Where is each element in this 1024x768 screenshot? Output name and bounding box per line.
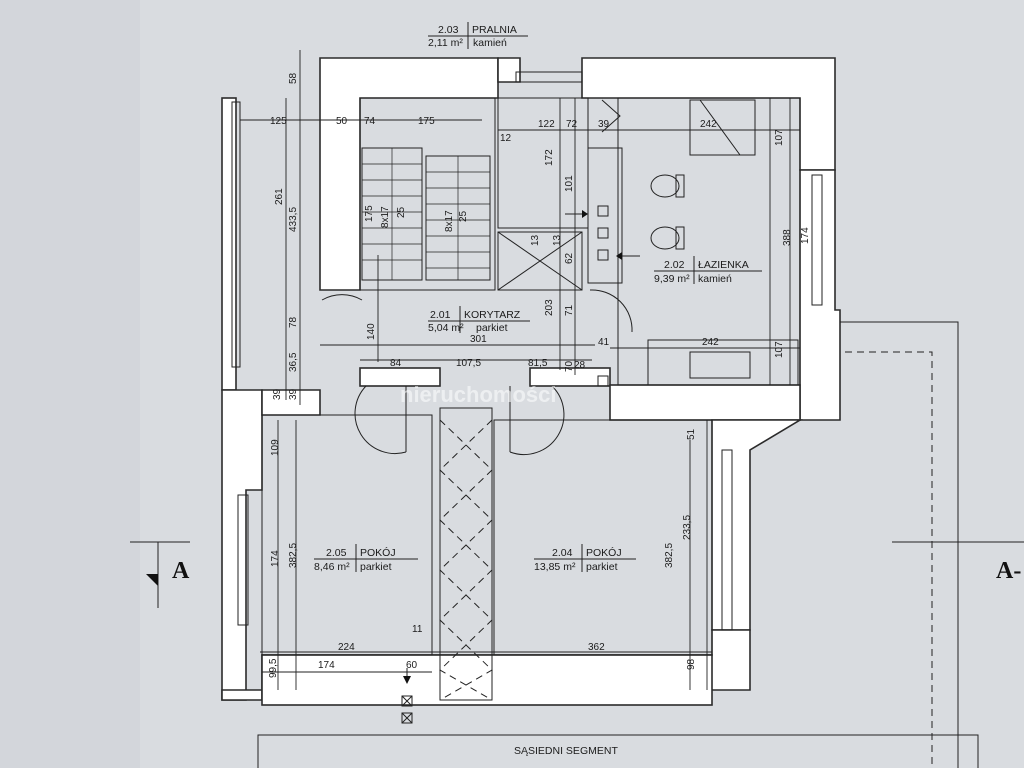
dim-label: 99,5 [268, 658, 279, 678]
dim-label: 81,5 [528, 358, 548, 369]
neighbor-segment-label: SĄSIEDNI SEGMENT [514, 745, 618, 757]
dim-label: 13 [552, 234, 563, 246]
dim-label: 125 [270, 116, 287, 127]
room-area: 9,39 m² [654, 273, 690, 285]
dim-label: 11 [412, 624, 423, 635]
doors [321, 289, 633, 455]
room-finish: parkiet [360, 561, 392, 573]
room-label-pralnia: 2.03 PRALNIA 2,11 m² kamień [428, 22, 528, 49]
dim-label: 242 [700, 119, 717, 130]
dim-label: 362 [588, 642, 605, 653]
room-name: ŁAZIENKA [698, 259, 749, 271]
room-number: 2.05 [326, 547, 347, 559]
wall-bath-right [799, 169, 841, 421]
left-wall [221, 97, 237, 391]
dim-label: 58 [288, 72, 299, 84]
dim-label: 39 [288, 388, 299, 400]
dim-label: 433,5 [288, 207, 299, 232]
dim-label: 174 [800, 227, 811, 244]
dimension-labels: 58 125 50 74 175 12 122 72 39 242 107 43… [268, 72, 811, 678]
dim-label: 98 [686, 658, 697, 670]
dim-label: 174 [270, 550, 281, 567]
dim-label: 382,5 [288, 543, 299, 568]
dim-label: 51 [686, 428, 697, 440]
dim-label: 172 [544, 149, 555, 166]
room-label-korytarz: 2.01 KORYTARZ 5,04 m² parkiet [428, 306, 530, 334]
dim-label: 28 [574, 360, 586, 371]
dim-label: 74 [364, 116, 376, 127]
room-number: 2.03 [438, 24, 459, 36]
wall-mid-2 [529, 367, 611, 387]
room-area: 5,04 m² [428, 322, 464, 334]
dim-label: 122 [538, 119, 555, 130]
dim-label: 62 [564, 252, 575, 264]
room-finish: kamień [698, 273, 732, 285]
dim-label: 50 [336, 116, 348, 127]
dim-label: 13 [530, 234, 541, 246]
dim-label: 301 [470, 334, 487, 345]
room-number: 2.02 [664, 259, 685, 271]
room-finish: parkiet [476, 322, 508, 334]
room-area: 2,11 m² [428, 37, 463, 49]
dim-label: 41 [598, 337, 610, 348]
room-area: 13,85 m² [534, 561, 576, 573]
room-area: 8,46 m² [314, 561, 350, 573]
wall-mid-3 [609, 384, 801, 421]
dimension-lines [240, 50, 800, 690]
dim-label: 12 [500, 133, 512, 144]
exterior-walls [221, 57, 841, 706]
room-name: KORYTARZ [464, 309, 521, 321]
dim-label: 261 [274, 188, 285, 205]
watermark: nieruchomości [400, 382, 556, 407]
room-number: 2.04 [552, 547, 573, 559]
room-name: PRALNIA [472, 24, 517, 36]
chimney-shaft [439, 407, 493, 701]
room-finish: kamień [473, 37, 507, 49]
dim-label: 140 [366, 323, 377, 340]
dim-label: 109 [270, 439, 281, 456]
dim-label: 70 [564, 360, 575, 372]
room-label-pokoj-205: 2.05 POKÓJ 8,46 m² parkiet [314, 544, 418, 573]
room-finish: parkiet [586, 561, 618, 573]
dim-label: 388 [782, 229, 793, 246]
dim-label: 224 [338, 642, 355, 653]
room-label-pokoj-204: 2.04 POKÓJ 13,85 m² parkiet [534, 544, 636, 573]
arrows [403, 99, 640, 684]
dim-label: 107 [774, 341, 785, 358]
dim-label: 8x17 [444, 210, 455, 232]
dim-label: 174 [318, 660, 335, 671]
dim-label: 36,5 [288, 352, 299, 372]
wall-mid-1 [359, 367, 441, 387]
dim-label: 39 [272, 388, 283, 400]
staircase [361, 147, 491, 281]
dim-label: 84 [390, 358, 402, 369]
room-name: POKÓJ [586, 546, 622, 559]
section-marker-left [130, 541, 190, 608]
dim-label: 175 [364, 205, 375, 222]
room-name: POKÓJ [360, 546, 396, 559]
section-label-right: A- [996, 558, 1021, 584]
dim-label: 101 [564, 175, 575, 192]
dim-label: 60 [406, 660, 418, 671]
dim-label: 72 [566, 119, 578, 130]
dim-label: 39 [598, 119, 610, 130]
room-number: 2.01 [430, 309, 451, 321]
dim-label: 71 [564, 304, 575, 316]
dim-label: 382,5 [664, 543, 675, 568]
dim-label: 8x17 [380, 206, 391, 228]
dim-label: 107 [774, 129, 785, 146]
section-label-left: A [172, 558, 190, 584]
interior-walls [231, 71, 979, 768]
dim-label: 25 [396, 206, 407, 218]
dim-label: 233,5 [682, 515, 693, 540]
dim-label: 203 [544, 299, 555, 316]
dim-label: 25 [458, 210, 469, 222]
dim-label: 78 [288, 316, 299, 328]
dim-label: 175 [418, 116, 435, 127]
wall-pralnia-top-left [497, 57, 521, 83]
dim-label: 107,5 [456, 358, 481, 369]
dim-label: 242 [702, 337, 719, 348]
room-label-lazienka: 2.02 ŁAZIENKA 9,39 m² kamień [654, 256, 762, 285]
